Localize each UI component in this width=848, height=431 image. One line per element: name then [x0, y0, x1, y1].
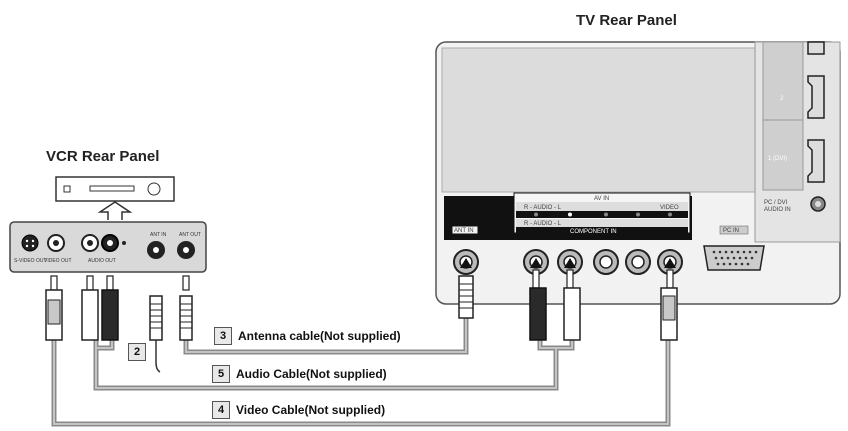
hdmi-2-label: 2	[780, 96, 784, 102]
av-in-label: AV IN	[594, 196, 609, 202]
vcr-plugs	[45, 275, 193, 373]
insert-arrows	[460, 258, 676, 268]
av-audio-label: R - AUDIO - L	[524, 205, 562, 211]
video-cable-label: Video Cable(Not supplied)	[236, 403, 386, 417]
vcr-rear-panel: S-VIDEO OUT VIDEO OUT AUDIO OUT ANT IN A…	[9, 221, 207, 273]
vcr-ant-out-label: ANT OUT	[179, 232, 201, 238]
callout-4-video-cable: 4 Video Cable(Not supplied)	[212, 401, 386, 419]
vcr-audio-out-label: AUDIO OUT	[88, 258, 116, 264]
vcr-device-icon	[55, 176, 175, 202]
audio-cable-label: Audio Cable(Not supplied)	[236, 367, 387, 381]
hdmi-port-2	[807, 75, 825, 119]
tv-plugs	[458, 269, 678, 341]
component-in-label: COMPONENT IN	[570, 229, 617, 235]
callout-2: 2	[128, 343, 152, 361]
tv-rear-panel-title: TV Rear Panel	[576, 12, 677, 29]
vcr-video-out-label: VIDEO OUT	[44, 258, 72, 264]
zoom-arrow-icon	[97, 201, 133, 220]
svg-text:ANT IN: ANT IN	[454, 228, 474, 234]
hdmi-port-1	[807, 139, 825, 183]
antenna-cable-label: Antenna cable(Not supplied)	[238, 329, 401, 343]
pc-dvi-label-1: PC / DVI	[764, 200, 788, 206]
callout-3-antenna-cable: 3 Antenna cable(Not supplied)	[214, 327, 401, 345]
vcr-ant-in-label: ANT IN	[150, 232, 167, 238]
pc-in-label: PC IN	[723, 228, 739, 234]
tv-rear-panel: 2 1 (DVI) PC / DVI AUDIO IN ANT IN ANT I…	[435, 41, 841, 305]
vcr-rear-panel-title: VCR Rear Panel	[46, 148, 160, 165]
av-video-label: VIDEO	[660, 205, 679, 211]
vcr-svideo-out-label: S-VIDEO OUT	[14, 258, 47, 264]
callout-5-audio-cable: 5 Audio Cable(Not supplied)	[212, 365, 387, 383]
pc-dvi-label-2: AUDIO IN	[764, 207, 791, 213]
hdmi-1-dvi-label: 1 (DVI)	[768, 156, 787, 162]
comp-audio-label: R - AUDIO - L	[524, 221, 562, 227]
